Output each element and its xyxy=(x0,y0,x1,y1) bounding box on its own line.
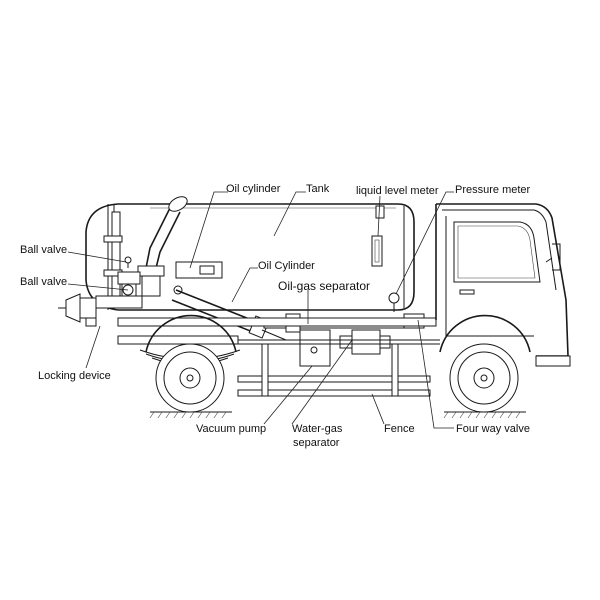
rear-outlet xyxy=(58,293,112,327)
label-ball-valve-1: Ball valve xyxy=(20,244,67,256)
label-locking-device: Locking device xyxy=(38,370,111,382)
water-gas-separator-box xyxy=(339,329,391,355)
labels: Oil cylinder Tank liquid level meter Pre… xyxy=(20,183,531,449)
rear-valve-assembly xyxy=(95,256,143,309)
chassis xyxy=(117,317,440,345)
label-water-gas-separator-line1: Water-gas xyxy=(292,423,343,435)
truck-cab xyxy=(435,203,571,367)
tank-panel xyxy=(173,261,223,295)
leader-lines xyxy=(67,191,454,429)
rear-wheel xyxy=(145,314,237,413)
label-water-gas-separator-line2: separator xyxy=(293,437,340,449)
label-ball-valve-2: Ball valve xyxy=(20,276,67,288)
vacuum-pump xyxy=(299,329,331,367)
label-oil-gas-separator: Oil-gas separator xyxy=(278,279,370,293)
liquid-level-meter xyxy=(371,205,385,267)
front-wheel xyxy=(439,314,531,413)
label-pressure-meter: Pressure meter xyxy=(455,184,531,196)
pressure-meter xyxy=(388,292,400,312)
label-tank: Tank xyxy=(306,183,330,195)
label-fence: Fence xyxy=(384,423,415,435)
ground xyxy=(149,411,526,419)
label-oil-cylinder-top: Oil cylinder xyxy=(226,183,281,195)
label-four-way-valve: Four way valve xyxy=(456,423,530,435)
label-liquid-level-meter: liquid level meter xyxy=(356,185,439,197)
rear-door-frame xyxy=(103,211,123,305)
label-oil-cylinder-mid: Oil Cylinder xyxy=(258,260,315,272)
fence xyxy=(237,343,431,397)
label-vacuum-pump: Vacuum pump xyxy=(196,423,266,435)
suction-pipe xyxy=(137,196,188,297)
